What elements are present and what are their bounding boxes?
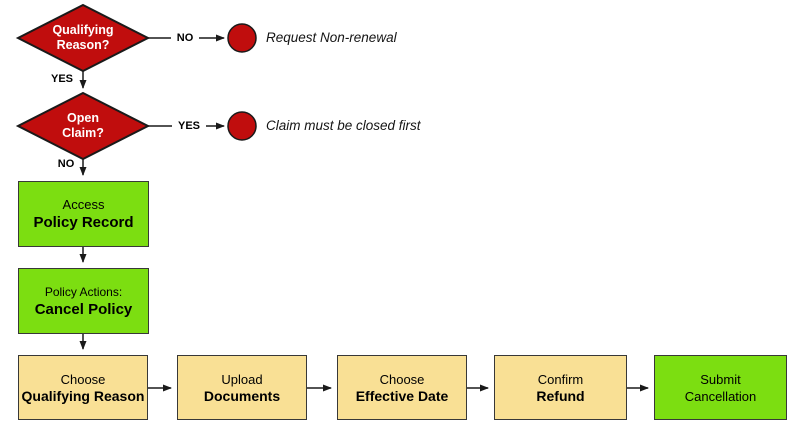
seq-step-confirm-refund: Confirm Refund [494, 355, 627, 420]
step-access-line1: Access [62, 197, 105, 212]
seq-step-choose-qualifying-reason: Choose Qualifying Reason [18, 355, 148, 420]
decision-qualifying-reason-diamond [15, 3, 151, 73]
terminator-non-renewal-circle [227, 23, 257, 53]
decision-qualifying-reason-line1: Qualifying [52, 23, 114, 37]
seq-step1-line2: Qualifying Reason [21, 387, 145, 404]
decision-open-claim-diamond [15, 91, 151, 161]
step-cancel-line1: Policy Actions: [44, 285, 123, 299]
annotation-request-non-renewal: Request Non-renewal [266, 30, 397, 45]
seq-step3-line2: Effective Date [355, 387, 449, 404]
step-access-policy-record: Access Policy Record [18, 181, 149, 247]
decision-open-claim-line2: Claim? [62, 126, 104, 140]
decision2-yes-branch-label: YES [172, 119, 206, 133]
step-cancel-line2: Cancel Policy [34, 301, 133, 318]
seq-step3-line1: Choose [379, 371, 425, 387]
decision1-no-branch-label: NO [171, 31, 199, 45]
decision2-no-down-label: NO [57, 158, 75, 170]
decision-qualifying-reason-line2: Reason? [56, 38, 110, 52]
seq-step1-line1: Choose [60, 371, 106, 387]
annotation-claim-must-be-closed: Claim must be closed first [266, 118, 421, 133]
step-access-line2: Policy Record [33, 214, 134, 231]
seq-step4-line1: Confirm [537, 371, 584, 387]
decision1-yes-down-label: YES [50, 73, 73, 85]
seq-step5-line1: Submit [700, 371, 741, 387]
seq-step2-line2: Documents [203, 387, 281, 404]
seq-step-upload-documents: Upload Documents [177, 355, 307, 420]
seq-step2-line1: Upload [221, 371, 263, 387]
decision-open-claim-label: Open Claim? [18, 93, 148, 159]
decision-open-claim-line1: Open [67, 111, 99, 125]
seq-step-submit-cancellation: Submit Cancellation [654, 355, 787, 420]
decision-qualifying-reason-label: Qualifying Reason? [18, 5, 148, 71]
seq-step-choose-effective-date: Choose Effective Date [337, 355, 467, 420]
step-cancel-policy: Policy Actions: Cancel Policy [18, 268, 149, 334]
terminator-claim-closed-circle [227, 111, 257, 141]
seq-step5-line2: Cancellation [684, 388, 757, 404]
seq-step4-line2: Refund [536, 387, 585, 404]
